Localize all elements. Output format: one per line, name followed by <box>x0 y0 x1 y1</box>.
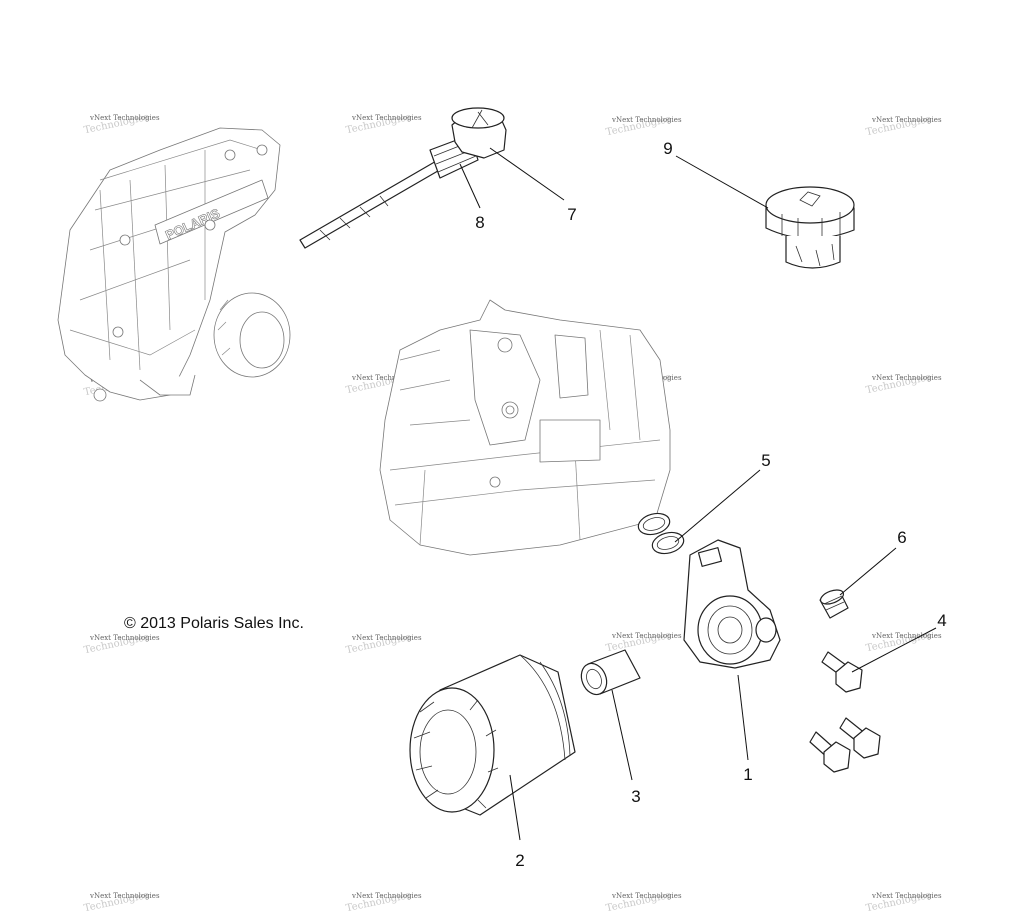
o-rings <box>637 512 685 555</box>
svg-text:vNext Technologies: vNext Technologies <box>351 892 422 900</box>
svg-text:vNext Technologies: vNext Technologies <box>89 892 160 900</box>
watermark: Technologies vNext Technologies <box>345 890 422 915</box>
leader-lines <box>459 147 937 841</box>
svg-text:vNext Technologies: vNext Technologies <box>611 116 682 124</box>
callout-7: 7 <box>567 205 576 224</box>
svg-text:vNext Technologies: vNext Technologies <box>871 374 942 382</box>
reference-engine-case <box>379 299 671 556</box>
threaded-nipple <box>580 649 641 696</box>
filter-adapter <box>683 539 781 669</box>
svg-text:vNext Technologies: vNext Technologies <box>89 634 160 642</box>
svg-text:vNext Technologies: vNext Technologies <box>611 892 682 900</box>
watermark: Technologies vNext Technologies <box>605 114 682 139</box>
bolt <box>839 717 881 759</box>
svg-text:vNext Technologies: vNext Technologies <box>871 632 942 640</box>
callout-5: 5 <box>761 451 770 470</box>
watermark: Technologies vNext Technologies <box>865 372 942 397</box>
watermark: Technologies vNext Technologies <box>83 890 160 915</box>
svg-text:vNext Technologies: vNext Technologies <box>871 116 942 124</box>
svg-text:vNext Technologies: vNext Technologies <box>351 634 422 642</box>
watermark: Technologies vNext Technologies <box>605 890 682 915</box>
bolt <box>821 651 863 693</box>
callout-8: 8 <box>475 213 484 232</box>
callout-9: 9 <box>663 139 672 158</box>
watermark: Technologies vNext Technologies <box>865 630 942 655</box>
watermark: Technologies vNext Technologies <box>83 112 160 137</box>
callout-6: 6 <box>897 528 906 547</box>
watermark: Technologies vNext Technologies <box>605 630 682 655</box>
callout-3: 3 <box>631 787 640 806</box>
drain-plug <box>819 589 849 619</box>
copyright-notice: © 2013 Polaris Sales Inc. <box>124 615 304 632</box>
watermark: Technologies vNext Technologies <box>865 890 942 915</box>
reference-engine-cover: POLARIS <box>57 127 291 402</box>
callout-4: 4 <box>937 611 946 630</box>
watermark: Technologies vNext Technologies <box>865 114 942 139</box>
watermark: Technologies vNext Technologies <box>83 632 160 657</box>
svg-text:vNext Technologies: vNext Technologies <box>351 114 422 122</box>
callouts: 1 2 3 4 5 6 7 8 9 <box>475 139 946 870</box>
oil-fill-cap <box>765 186 855 269</box>
oil-filter <box>409 654 576 816</box>
svg-text:vNext Technologies: vNext Technologies <box>351 374 422 382</box>
svg-text:vNext Technologies: vNext Technologies <box>89 114 160 122</box>
svg-text:vNext Technologies: vNext Technologies <box>871 892 942 900</box>
svg-text:vNext Technologies: vNext Technologies <box>611 632 682 640</box>
watermark: Technologies vNext Technologies <box>345 112 422 137</box>
dipstick <box>299 134 479 249</box>
bolt <box>809 731 851 773</box>
watermark: Technologies vNext Technologies <box>345 632 422 657</box>
dipstick-cap <box>451 107 507 159</box>
callout-1: 1 <box>743 765 752 784</box>
callout-2: 2 <box>515 851 524 870</box>
bolts <box>809 651 881 773</box>
